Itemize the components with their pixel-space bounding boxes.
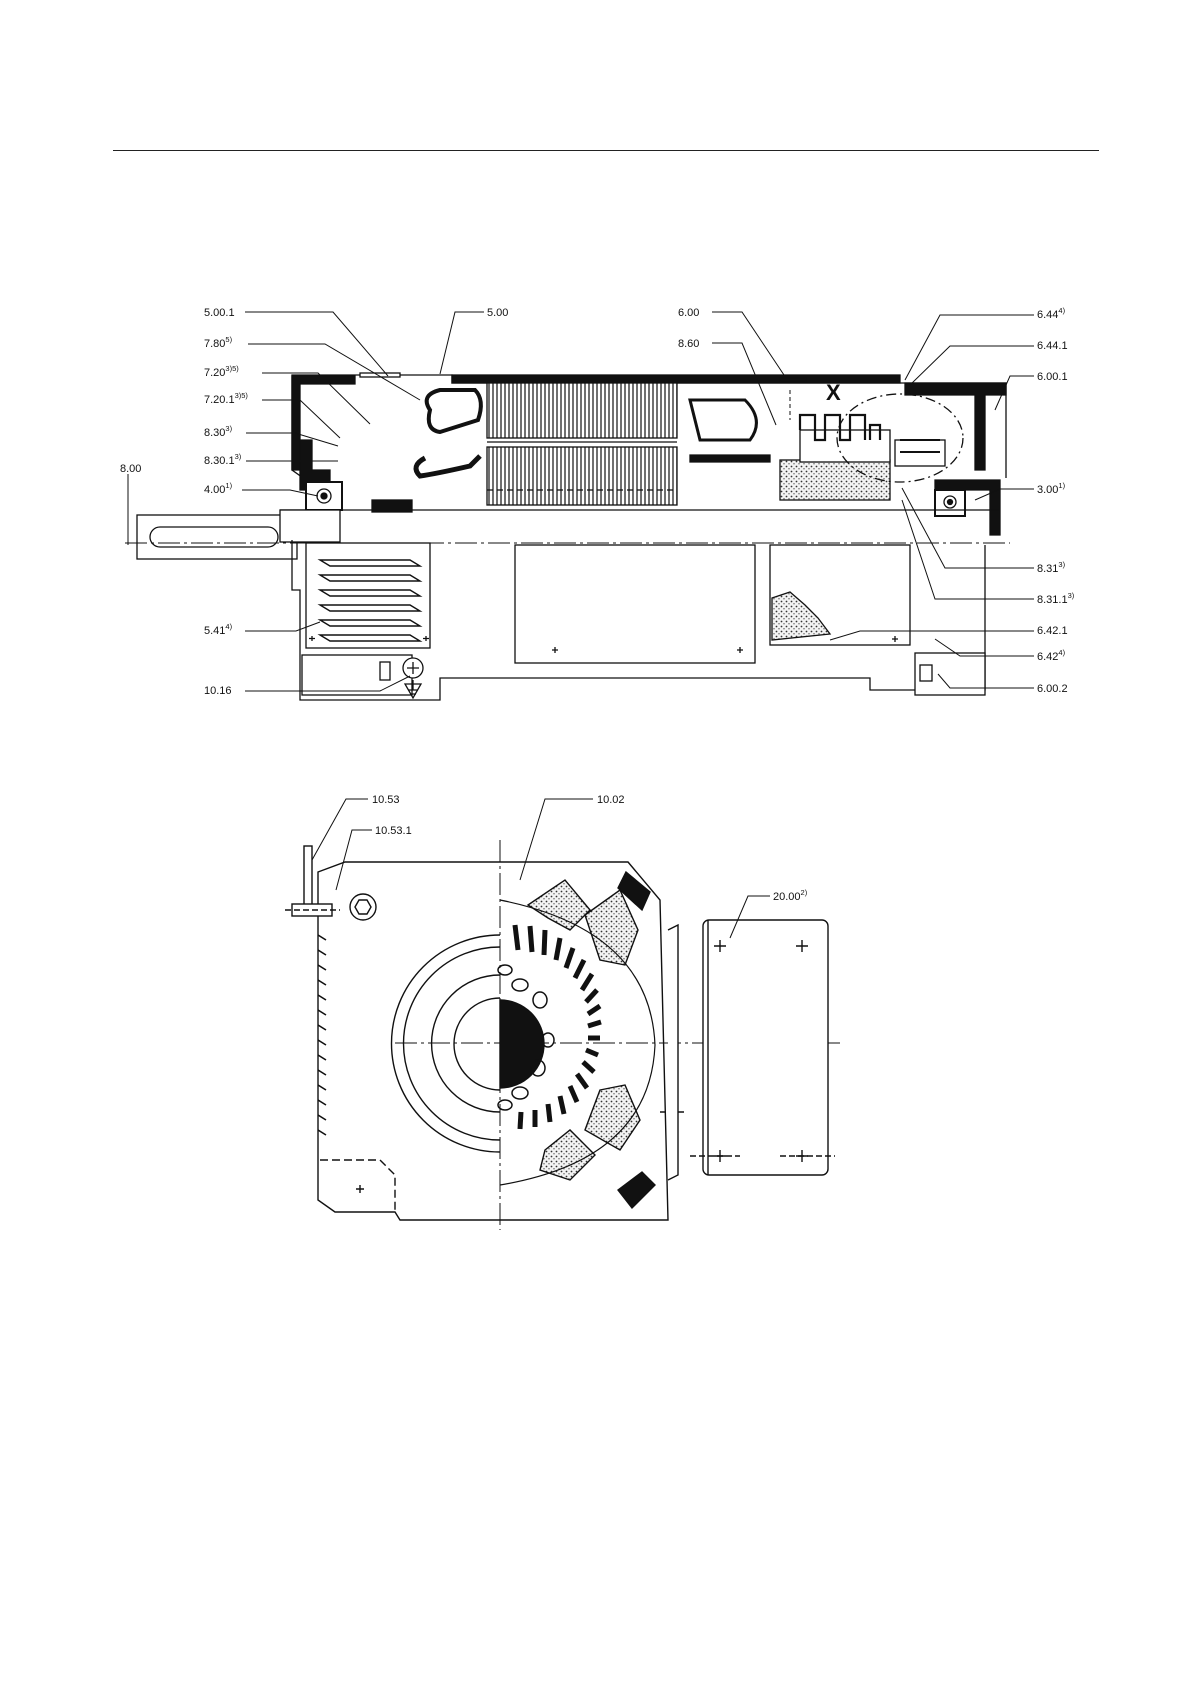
callout-7-80: 7.805) — [204, 335, 233, 350]
callout-4-00: 4.001) — [204, 481, 233, 496]
callout-10-02: 10.02 — [597, 794, 625, 806]
callout-6-00-1: 6.00.1 — [1037, 371, 1068, 383]
longitudinal-section-drawing — [125, 373, 1010, 700]
callout-3-00: 3.001) — [1037, 481, 1066, 496]
callout-8-30: 8.303) — [204, 424, 233, 439]
callout-6-42: 6.424) — [1037, 648, 1066, 663]
callout-6-00: 6.00 — [678, 307, 699, 319]
callout-7-20: 7.203)5) — [204, 364, 239, 379]
callout-6-42-1: 6.42.1 — [1037, 625, 1068, 637]
callout-10-53: 10.53 — [372, 794, 400, 806]
callout-10-16: 10.16 — [204, 685, 232, 697]
x-mark: X — [826, 380, 841, 405]
callout-5-00-1: 5.00.1 — [204, 307, 235, 319]
callout-8-31-1: 8.31.13) — [1037, 591, 1075, 606]
callout-8-00: 8.00 — [120, 463, 141, 475]
callout-6-44-1: 6.44.1 — [1037, 340, 1068, 352]
callout-6-44: 6.444) — [1037, 306, 1066, 321]
callout-7-20-1: 7.20.13)5) — [204, 391, 248, 406]
callout-5-00: 5.00 — [487, 307, 508, 319]
callout-8-31: 8.313) — [1037, 560, 1066, 575]
end-view-drawing — [285, 840, 840, 1230]
callout-8-60: 8.60 — [678, 338, 699, 350]
callout-5-41: 5.414) — [204, 622, 233, 637]
callout-20-00: 20.002) — [773, 888, 808, 903]
callout-8-30-1: 8.30.13) — [204, 452, 242, 467]
callout-6-00-2: 6.00.2 — [1037, 683, 1068, 695]
callout-10-53-1: 10.53.1 — [375, 825, 412, 837]
